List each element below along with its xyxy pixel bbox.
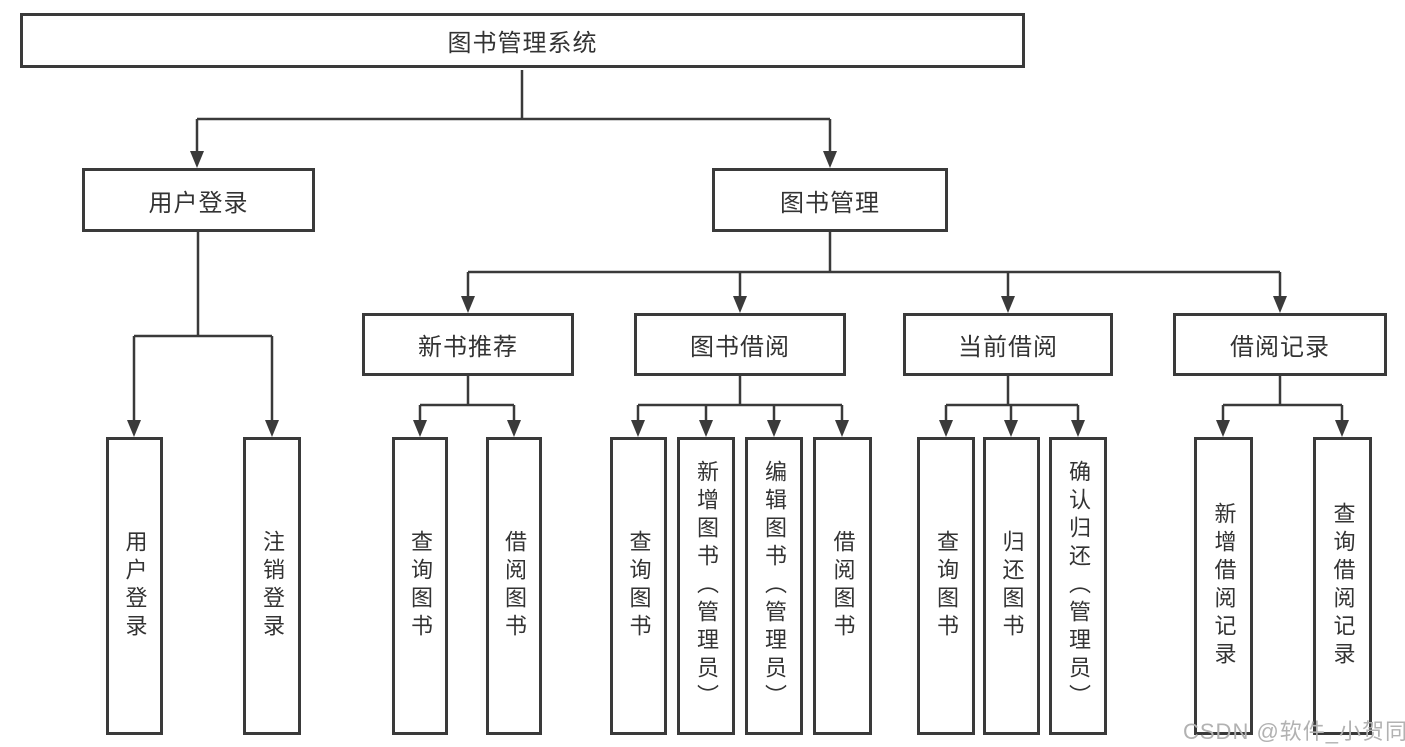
leaf-borrowing-borrow-books-label: 借阅图书 xyxy=(830,530,856,642)
node-current-borrowing: 当前借阅 xyxy=(903,313,1113,376)
leaf-add-books-admin: 新增图书（管理员） xyxy=(677,437,735,735)
csdn-watermark: CSDN @软件_小贺同学 xyxy=(1183,719,1405,744)
node-borrow-records: 借阅记录 xyxy=(1173,313,1387,376)
node-root: 图书管理系统 xyxy=(20,13,1025,68)
edge-user-login-children xyxy=(132,232,274,424)
leaf-edit-books-admin-label: 编辑图书（管理员） xyxy=(762,460,787,712)
edge-root-to-level1 xyxy=(195,70,832,153)
leaf-borrowing-query-books-label: 查询图书 xyxy=(626,530,652,642)
leaf-logout-label: 注销登录 xyxy=(260,530,285,642)
node-borrow-records-label: 借阅记录 xyxy=(1230,334,1330,361)
node-book-borrowing: 图书借阅 xyxy=(634,313,846,376)
edge-new-book-recommend-children xyxy=(418,376,516,424)
leaf-return-books-label: 归还图书 xyxy=(999,530,1025,642)
node-user-login: 用户登录 xyxy=(82,168,315,232)
arrowheads xyxy=(127,151,1349,437)
node-current-borrowing-label: 当前借阅 xyxy=(958,334,1058,361)
leaf-query-borrow-record: 查询借阅记录 xyxy=(1313,437,1372,735)
leaf-borrowing-query-books: 查询图书 xyxy=(610,437,667,735)
node-new-book-recommend-label: 新书推荐 xyxy=(418,334,518,361)
leaf-user-login: 用户登录 xyxy=(106,437,163,735)
leaf-edit-books-admin: 编辑图书（管理员） xyxy=(745,437,803,735)
node-book-management: 图书管理 xyxy=(712,168,948,232)
leaf-add-books-admin-label: 新增图书（管理员） xyxy=(694,460,719,712)
leaf-query-borrow-record-label: 查询借阅记录 xyxy=(1330,502,1356,670)
leaf-return-books: 归还图书 xyxy=(983,437,1040,735)
leaf-current-query-books: 查询图书 xyxy=(917,437,975,735)
leaf-logout: 注销登录 xyxy=(243,437,301,735)
edge-current-borrowing-children xyxy=(944,376,1080,424)
leaf-confirm-return-admin-label: 确认归还（管理员） xyxy=(1066,460,1091,712)
node-book-borrowing-label: 图书借阅 xyxy=(690,334,790,361)
leaf-confirm-return-admin: 确认归还（管理员） xyxy=(1049,437,1107,735)
leaf-recommend-query-books: 查询图书 xyxy=(392,437,448,735)
edge-borrow-records-children xyxy=(1221,376,1344,424)
leaf-recommend-query-books-label: 查询图书 xyxy=(408,530,433,642)
node-new-book-recommend: 新书推荐 xyxy=(362,313,574,376)
leaf-add-borrow-record-label: 新增借阅记录 xyxy=(1211,502,1237,670)
edge-book-borrowing-children xyxy=(636,376,844,424)
leaf-recommend-borrow-books: 借阅图书 xyxy=(486,437,542,735)
leaf-add-borrow-record: 新增借阅记录 xyxy=(1194,437,1253,735)
node-book-management-label: 图书管理 xyxy=(780,189,880,217)
leaf-user-login-label: 用户登录 xyxy=(122,530,148,642)
node-root-label: 图书管理系统 xyxy=(447,30,598,57)
leaf-borrowing-borrow-books: 借阅图书 xyxy=(813,437,872,735)
leaf-recommend-borrow-books-label: 借阅图书 xyxy=(502,530,527,642)
leaf-current-query-books-label: 查询图书 xyxy=(934,530,959,642)
edge-book-management-children xyxy=(466,232,1282,298)
node-user-login-label: 用户登录 xyxy=(148,189,249,217)
